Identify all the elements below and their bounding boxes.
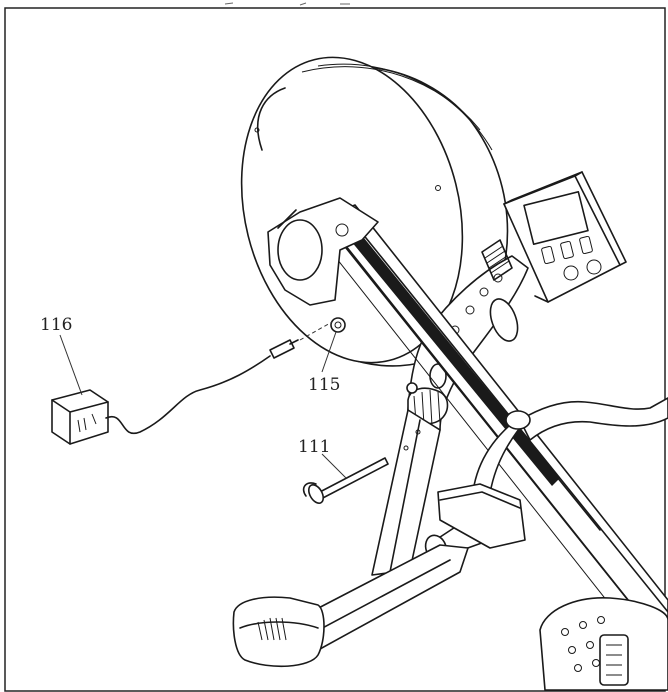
frame-border	[4, 7, 666, 692]
callout-116: 116	[40, 315, 83, 396]
console-buttons	[541, 235, 602, 281]
power-adapter	[51, 389, 109, 445]
adapter-plug	[269, 339, 299, 359]
front-end-cap	[232, 596, 325, 668]
front-bracket	[267, 197, 379, 306]
label-115: 115	[308, 375, 340, 395]
pivot-pin	[302, 457, 389, 504]
adjust-knob	[406, 382, 449, 427]
scan-marks	[224, 2, 350, 6]
label-111: 111	[298, 437, 330, 457]
cable-strip	[481, 239, 513, 281]
console-monitor	[503, 171, 627, 303]
rear-foot-block	[437, 483, 526, 549]
callout-115: 115	[308, 331, 340, 395]
label-116: 116	[40, 315, 72, 335]
plug-insert-line	[299, 321, 333, 341]
seat	[539, 597, 668, 691]
dc-socket	[330, 317, 346, 333]
adapter-cable	[105, 355, 271, 435]
callout-111: 111	[298, 437, 347, 479]
